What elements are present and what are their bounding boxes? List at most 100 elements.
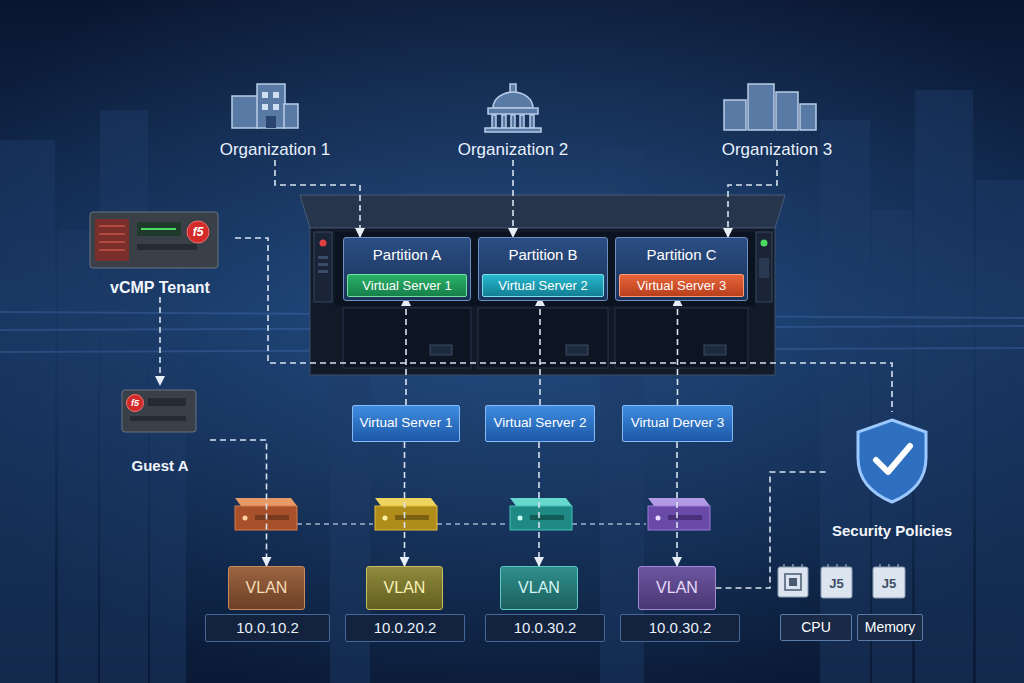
organization-1-icon: [262, 92, 268, 98]
organization-2-icon: [520, 115, 524, 128]
resource-chips: [821, 567, 852, 598]
chassis: [756, 232, 772, 302]
chassis: [759, 258, 769, 278]
node-text: vCMP Tenant: [110, 278, 210, 297]
device-links: [437, 523, 508, 524]
resource-chips: [801, 564, 803, 567]
partition-box: Partition BVirtual Server 2: [478, 237, 608, 301]
chassis: [320, 240, 327, 247]
organization-label: Organization 2: [438, 75, 588, 160]
node-text: Partition C: [646, 246, 716, 264]
vlan-device-orange: [255, 515, 289, 520]
chassis: [343, 308, 471, 368]
chassis: [310, 228, 775, 375]
vlan-device-purple: [668, 515, 702, 520]
city-skyline: [0, 90, 1024, 683]
vcmp-tenant-device: [99, 233, 125, 235]
security-policy: Security Policies: [826, 412, 959, 540]
vlan-device-orange: [243, 516, 248, 521]
partition-box: Partition C Virtual Server 3: [615, 237, 748, 301]
vcmp-tenant-device: [99, 225, 125, 227]
node-text: Partition A: [373, 246, 441, 264]
chassis: [478, 308, 608, 368]
vlan-device-teal: [510, 498, 572, 506]
resource-chips: [778, 567, 808, 597]
vlan-device-purple: [648, 498, 710, 506]
organization-2-icon: [493, 92, 533, 108]
node-text: Organization 3: [722, 140, 833, 160]
chassis: [318, 263, 328, 266]
node-text: Virtual Derver 3: [631, 415, 725, 431]
organization-3-icon: [724, 84, 816, 130]
dashed-connector: [538, 442, 540, 566]
vlan-device-purple: [656, 516, 661, 521]
organization-1-icon: [273, 104, 279, 110]
node-text: Virtual Server 1: [360, 415, 453, 431]
virtual-server-box: Virtual Server 2: [485, 405, 595, 442]
organization-2-icon: [530, 115, 534, 128]
node-text: Virtual Server 3: [637, 278, 726, 294]
dashed-connector: [716, 472, 826, 588]
dashed-connector: [539, 297, 541, 405]
chassis: [615, 308, 748, 368]
resource-chips: [888, 564, 890, 567]
device-links: [297, 523, 373, 524]
organization-3-icon: [776, 92, 798, 130]
resource-box: CPU: [780, 614, 852, 641]
chassis: [314, 232, 332, 302]
chassis: [430, 345, 452, 355]
chassis: [318, 256, 328, 259]
resource-chips: [792, 564, 794, 567]
organization-1-icon: [266, 116, 276, 128]
resource-chips: [778, 564, 905, 598]
vcmp-tenant-device: [95, 219, 129, 261]
node-text: VLAN: [656, 578, 698, 597]
logo-text: f5: [131, 399, 139, 408]
resource-chips: [897, 564, 899, 567]
organization-3-icon: [748, 84, 774, 130]
node-text: 10.0.20.2: [374, 619, 437, 637]
organization-2-icon: [488, 108, 538, 114]
node-text: 10.0.30.2: [649, 619, 712, 637]
ip-address-box: 10.0.10.2: [205, 614, 330, 642]
virtual-server-bar: Virtual Server 3: [619, 274, 744, 297]
guest-a-device: [148, 398, 186, 406]
security-shield: [858, 420, 926, 502]
node-text: VLAN: [384, 578, 426, 597]
node-text: 10.0.30.2: [514, 619, 577, 637]
virtual-server-box: Virtual Server 1: [352, 405, 460, 442]
node-text: CPU: [801, 619, 831, 636]
resource-chips: [789, 578, 797, 586]
node-text: Memory: [865, 619, 916, 636]
organization-1-icon: [232, 96, 258, 128]
guest-device: Guest A: [110, 385, 210, 475]
city-skyline: [58, 230, 98, 683]
city-skyline: [915, 90, 973, 683]
resource-chips: [827, 564, 829, 567]
chassis: [566, 345, 588, 355]
vcmp-tenant-device: [137, 244, 197, 250]
organization-3-icon: [724, 100, 746, 130]
resource-chips: [879, 564, 881, 567]
organization-3-icon: [800, 104, 816, 130]
vlan-box: VLAN: [500, 566, 578, 610]
dashed-connector: [677, 297, 679, 405]
node-text: Guest A: [132, 457, 189, 475]
vlan-device-teal: [518, 516, 523, 521]
resource-chips: [836, 564, 838, 567]
organization-1-icon: [262, 104, 268, 110]
tenant-device: vCMP Tenant: [85, 205, 235, 297]
vlan-device-purple: [648, 506, 710, 530]
node-text: VLAN: [518, 578, 560, 597]
resource-chips: [783, 564, 785, 567]
resource-chips: [845, 564, 847, 567]
organization-1-icon: [273, 92, 279, 98]
guest-a-device: [130, 416, 186, 421]
dashed-connector: [404, 442, 406, 566]
vlan-device-yellow: [375, 506, 437, 530]
dashed-connector: [728, 160, 777, 237]
device-links: [297, 523, 646, 524]
device-links: [572, 523, 646, 524]
